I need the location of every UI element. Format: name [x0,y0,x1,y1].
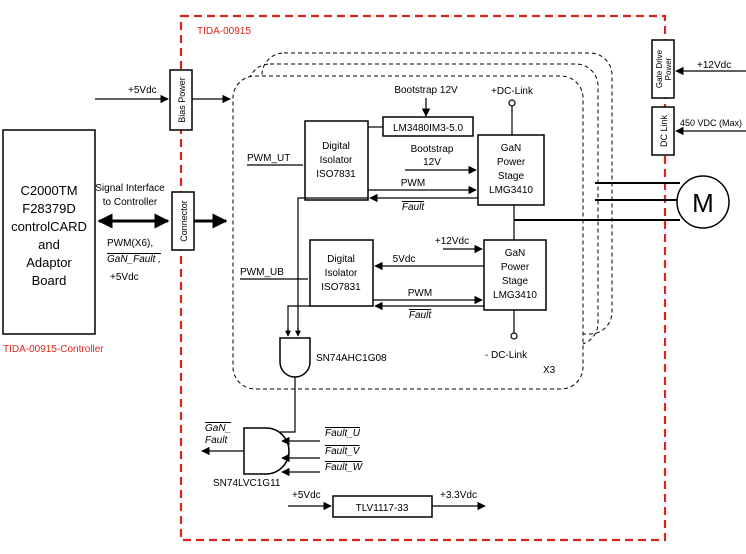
bootstrap-mid-line-1: Bootstrap [411,144,454,155]
gan-top-line-1: GaN [501,143,522,154]
regulator-label: TLV1117-33 [356,503,409,514]
dc-link-block [651,106,675,156]
gate-drive-input-label: +12Vdc [697,60,731,71]
bootstrap-top-label: Bootstrap 12V [394,85,458,96]
controller-line-6: Board [32,273,67,288]
isolator-top-block [304,120,369,201]
bias-power-block [169,69,193,131]
isolator-bottom-block [309,239,374,307]
fault-top-label: Fault [402,202,425,213]
fault-u-label: Fault_U [325,428,361,439]
fault-v-label: Fault_V [325,446,361,457]
signal-interface-label-2: to Controller [103,197,158,208]
gan-bottom-line-2: Power [501,262,530,273]
controller-label: TIDA-00915-Controller [3,344,104,355]
plus-dc-link-terminal [508,99,516,107]
and-gate-bottom [243,427,290,475]
minus-dc-link-label: - DC-Link [485,350,528,361]
gan-bottom-line-1: GaN [505,248,526,259]
minus-dc-link-terminal [510,332,518,340]
fault-bottom-to-and [287,305,310,335]
dc-link-label: DC Link [659,114,669,147]
fault-top-to-and [297,197,368,335]
pwm-ut-label: PWM_UT [247,153,290,164]
controller-line-1: C2000TM [20,183,77,198]
and-gate-top [279,337,311,378]
lm3480-label: LM3480IM3-5.0 [393,123,463,134]
controller-signal-5v: +5Vdc [110,272,139,283]
gan-bottom-line-3: Stage [502,276,529,287]
controller-line-3: controlCARD [11,219,87,234]
gan-top-block [477,134,545,206]
and-top-to-and-bottom [280,377,296,433]
isolator-bottom-line-1: Digital [327,254,355,265]
multiplier-label: X3 [543,365,556,376]
isolator-top-line-1: Digital [322,141,350,152]
motor-label: M [692,188,714,218]
pwm-ub-label: PWM_UB [240,267,284,278]
controller-block [2,129,96,335]
plus-dc-link-label: +DC-Link [491,86,534,97]
connector-label: Connector [179,200,189,242]
isolator-top-line-2: Isolator [320,155,353,166]
gate-drive-power-label-1: Gate Drive [655,49,664,88]
controller-line-4: and [38,237,60,252]
gan-bottom-line-4: LMG3410 [493,290,537,301]
controller-line-5: Adaptor [26,255,72,270]
gan-top-line-2: Power [497,157,526,168]
isolator-bottom-line-2: Isolator [325,268,358,279]
gate-drive-power-label-2: Power [664,57,673,80]
pwm-top-label: PWM [401,178,425,189]
and-gate-bottom-label: SN74LVC1G11 [213,478,281,489]
gan-fault-label-2: Fault [205,435,228,446]
isolator-bottom-line-3: ISO7831 [321,282,361,293]
controller-line-2: F28379D [22,201,75,216]
and-gate-top-label: SN74AHC1G08 [316,353,387,364]
design-title: TIDA-00915 [197,26,251,37]
pwm-bottom-label: PWM [408,288,432,299]
regulator-output-label: +3.3Vdc [440,490,477,501]
bootstrap-mid-line-2: 12V [423,157,441,168]
signal-interface-label-1: Signal Interface [95,183,165,194]
regulator-input-label: +5Vdc [292,490,321,501]
tida-boundary [179,14,667,542]
gan-bottom-block [483,239,547,311]
gan-fault-label-1: GaN_ [205,423,231,434]
isolator-top-line-3: ISO7831 [316,169,356,180]
dc-link-voltage-label: 450 VDC (Max) [680,118,742,128]
fault-bottom-label: Fault [409,310,432,321]
gan-top-line-3: Stage [498,171,525,182]
plus-12vdc-bottom-label: +12Vdc [435,236,469,247]
fault-w-label: Fault_W [325,462,364,473]
gate-drive-power-block [651,39,675,99]
bias-input-label: +5Vdc [128,85,157,96]
gan-top-line-4: LMG3410 [489,185,533,196]
controller-signal-pwm: PWM(X6), [107,238,153,249]
bias-power-label: Bias Power [177,77,187,123]
controller-signal-fault: GaN_Fault , [107,254,161,265]
motor-symbol [676,175,730,229]
five-vdc-label: 5Vdc [393,254,416,265]
